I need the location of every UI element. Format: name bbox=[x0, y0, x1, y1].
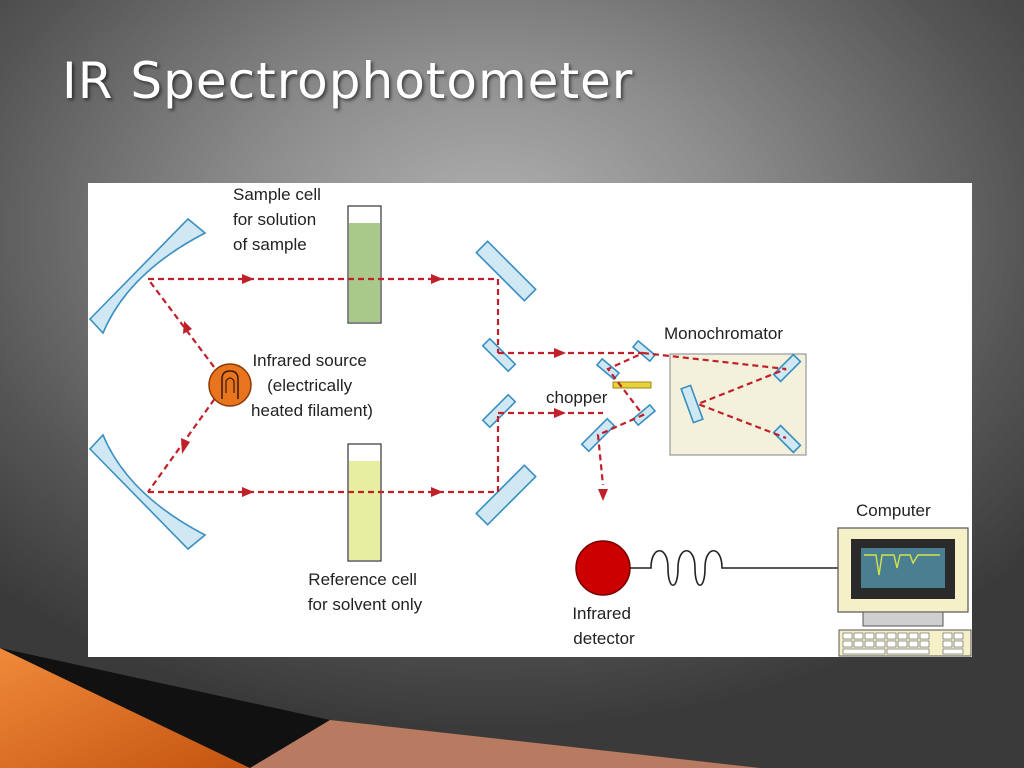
computer-label: Computer bbox=[856, 501, 931, 520]
top-curved-mirror bbox=[88, 217, 207, 335]
infrared-source-label: Infrared source (electrically heated fil… bbox=[251, 351, 373, 420]
reference-cell bbox=[347, 443, 382, 562]
orange-swoosh bbox=[0, 648, 250, 768]
sample-cell bbox=[347, 205, 382, 324]
infrared-detector-label: Infrared detector bbox=[572, 604, 635, 648]
chopper-label: chopper bbox=[546, 388, 608, 407]
slide-title: IR Spectrophotometer bbox=[62, 52, 634, 110]
chopper-mirror-top-a bbox=[631, 339, 657, 363]
computer-icon bbox=[837, 527, 969, 627]
monochromator-box bbox=[669, 353, 807, 456]
small-mirror-lower bbox=[481, 393, 517, 429]
bottom-flat-mirror bbox=[475, 464, 537, 526]
infrared-source-icon bbox=[208, 363, 252, 407]
diagram-panel: Sample cell for solution of sample Infra… bbox=[88, 183, 972, 657]
sample-cell-label: Sample cell for solution of sample bbox=[233, 185, 326, 254]
beam-arrows bbox=[181, 274, 608, 501]
small-mirror-upper bbox=[481, 337, 517, 373]
detector-cable bbox=[630, 549, 838, 587]
detector-icon bbox=[575, 540, 631, 596]
black-swoosh bbox=[0, 648, 330, 768]
chopper-icon bbox=[612, 381, 652, 389]
tan-swoosh bbox=[250, 720, 760, 768]
reference-cell-label: Reference cell for solvent only bbox=[308, 570, 423, 614]
keyboard-icon bbox=[838, 629, 972, 657]
top-flat-mirror bbox=[475, 240, 537, 302]
ir-diagram-svg: Sample cell for solution of sample Infra… bbox=[88, 185, 972, 657]
bottom-curved-mirror bbox=[88, 433, 207, 551]
monochromator-label: Monochromator bbox=[664, 324, 783, 343]
